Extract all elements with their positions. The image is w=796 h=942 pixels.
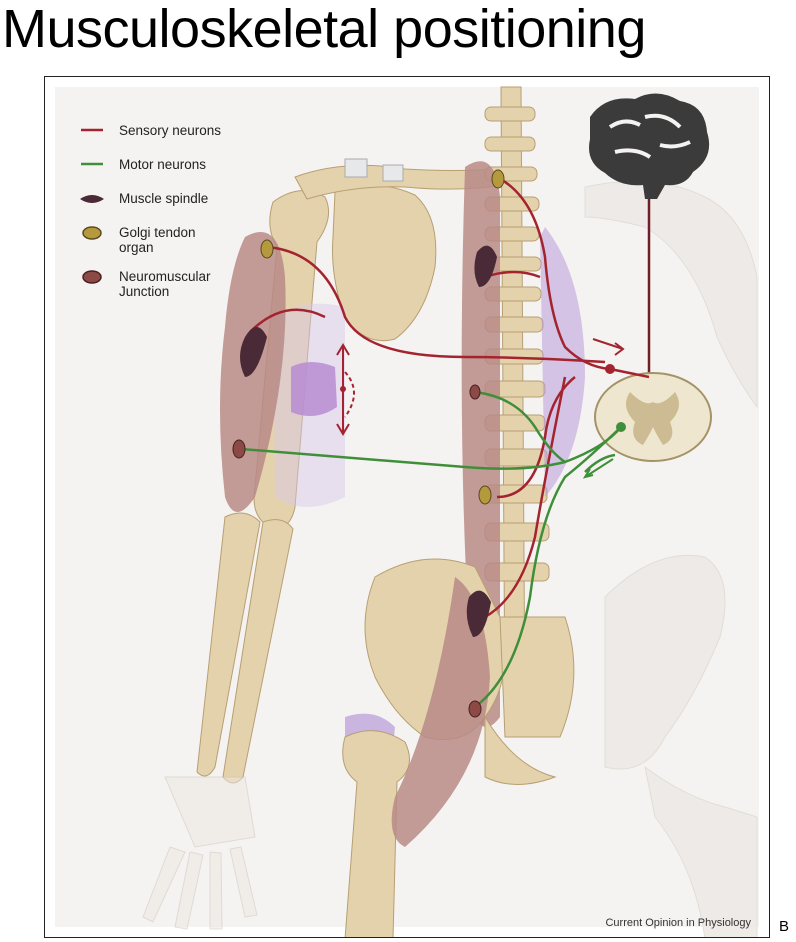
spinal-flow-arrows [592,338,625,356]
muscle-spindle-markers [240,245,497,637]
legend-item-neuromuscular-junction: Neuromuscular Junction [73,269,273,313]
slide-title: Musculoskeletal positioning [2,0,646,59]
golgi-oval-icon [82,226,102,240]
anatomy-illustration [142,86,758,937]
legend-label: Motor neurons [119,157,207,172]
brain-icon [589,93,710,199]
figure-credit: Current Opinion in Physiology [605,917,751,929]
nmj-oval-icon [82,270,102,284]
femur-bone [342,730,410,937]
elbow-cartilage [291,362,337,416]
motor-line-icon [81,162,103,166]
legend-item-motor-neurons: Motor neurons [73,157,273,191]
legend-label: Sensory neurons [119,123,222,138]
legend-label: Golgi tendon organ [119,225,196,255]
cut-off-text: B [779,918,790,935]
legend-item-sensory-neurons: Sensory neurons [73,123,273,157]
faded-hand [142,776,258,930]
spindle-shape-icon [80,195,104,203]
faded-right-skeleton [584,180,758,937]
spinal-cord-cross-section [594,372,712,462]
legend: Sensory neurons Motor neurons Muscle spi… [73,123,273,313]
sensory-neuron-paths [249,175,650,619]
neuromuscular-junction-markers [232,384,482,718]
forearm-bones [196,512,294,784]
scapula-bone [294,158,506,342]
legend-label: Neuromuscular Junction [119,269,211,299]
legend-item-golgi-tendon-organ: Golgi tendon organ [73,225,273,269]
golgi-tendon-organ-markers [260,169,505,505]
legend-label: Muscle spindle [119,191,209,206]
spinal-cartilage [540,227,585,497]
motor-neuron-paths [240,390,622,708]
legend-item-muscle-spindle: Muscle spindle [73,191,273,225]
thigh-muscle [391,577,490,847]
sensory-line-icon [81,128,103,132]
figure-frame: Sensory neurons Motor neurons Muscle spi… [44,76,770,938]
